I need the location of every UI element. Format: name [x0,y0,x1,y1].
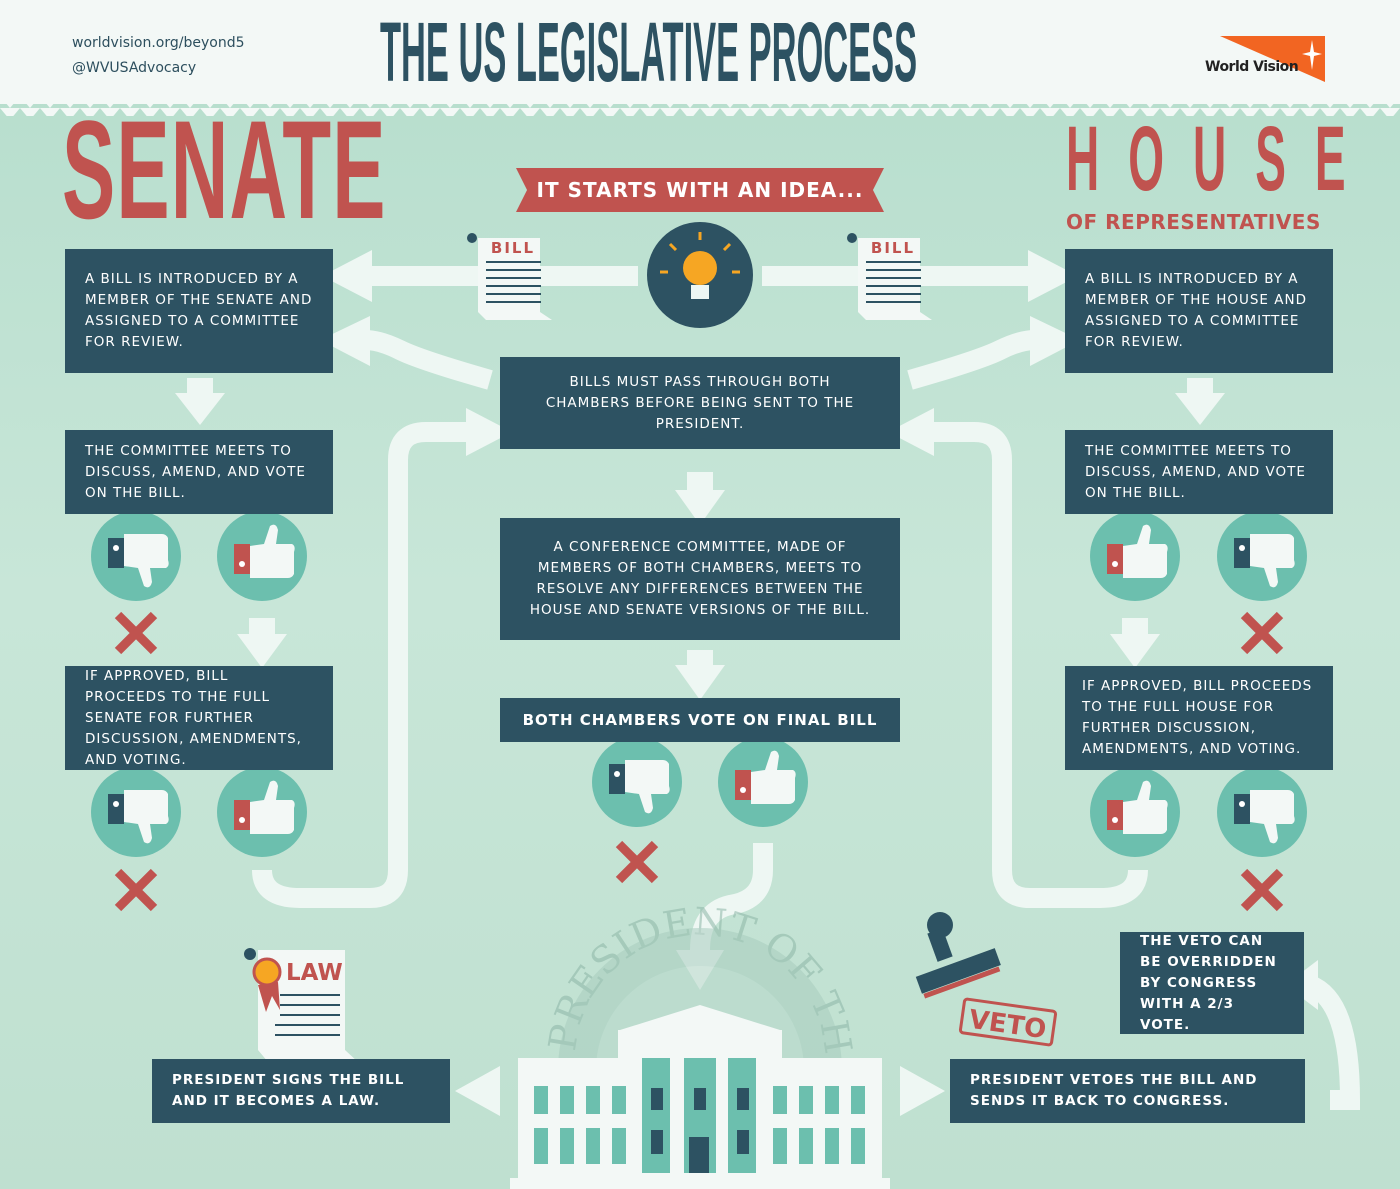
house-heading: HOUSE [1066,108,1375,210]
x-mark-icon [1244,872,1280,908]
house-subheading: OF REPRESENTATIVES [1066,210,1321,234]
house-floor-vote [1090,767,1307,908]
law-label: LAW [286,960,343,986]
idea-ribbon: IT STARTS WITH AN IDEA... [516,168,884,212]
bill-label-left: BILL [491,239,535,257]
both-chambers-box: BILLS MUST PASS THROUGH BOTH CHAMBERS BE… [500,357,900,449]
veto-override-box: THE VETO CAN BE OVERRIDDEN BY CONGRESS W… [1120,932,1304,1034]
president-signs-box: PRESIDENT SIGNS THE BILL AND IT BECOMES … [152,1059,450,1123]
senate-step-full-senate: IF APPROVED, BILL PROCEEDS TO THE FULL S… [65,666,333,770]
house-committee-vote [1090,511,1307,651]
x-mark-icon [1244,615,1280,651]
conference-committee-box: A CONFERENCE COMMITTEE, MADE OF MEMBERS … [500,518,900,640]
president-vetoes-box: PRESIDENT VETOES THE BILL AND SENDS IT B… [950,1059,1305,1123]
senate-step-committee: THE COMMITTEE MEETS TO DISCUSS, AMEND, A… [65,430,333,514]
house-step-full-house: IF APPROVED, BILL PROCEEDS TO THE FULL H… [1065,666,1333,770]
twitter-handle[interactable]: @WVUSAdvocacy [72,60,197,76]
zigzag-divider [0,104,1400,116]
final-vote [592,737,808,880]
veto-stamp-icon [915,912,1058,1047]
world-vision-logo-icon [1220,36,1325,82]
x-mark-icon [619,844,655,880]
house-step-introduced: A BILL IS INTRODUCED BY A MEMBER OF THE … [1065,249,1333,373]
page-title: THE US LEGISLATIVE PROCESS [380,5,918,99]
senate-heading: SENATE [62,91,387,248]
law-document-icon [244,948,358,1062]
website-link[interactable]: worldvision.org/beyond5 [72,35,245,51]
header [0,0,1400,104]
x-mark-icon [118,615,154,651]
world-vision-logo: World Vision [1205,59,1299,75]
white-house-icon [510,1005,890,1189]
senate-step-introduced: A BILL IS INTRODUCED BY A MEMBER OF THE … [65,249,333,373]
arrow-heads [175,250,1318,1116]
house-step-committee: THE COMMITTEE MEETS TO DISCUSS, AMEND, A… [1065,430,1333,514]
senate-floor-vote [91,767,307,908]
final-vote-box: BOTH CHAMBERS VOTE ON FINAL BILL [500,698,900,742]
bill-scroll-left [467,233,552,320]
veto-stamp-label: VETO [967,1005,1048,1046]
bill-label-right: BILL [871,239,915,257]
bill-scroll-right [847,233,932,320]
senate-committee-vote [91,511,307,651]
x-mark-icon [118,872,154,908]
